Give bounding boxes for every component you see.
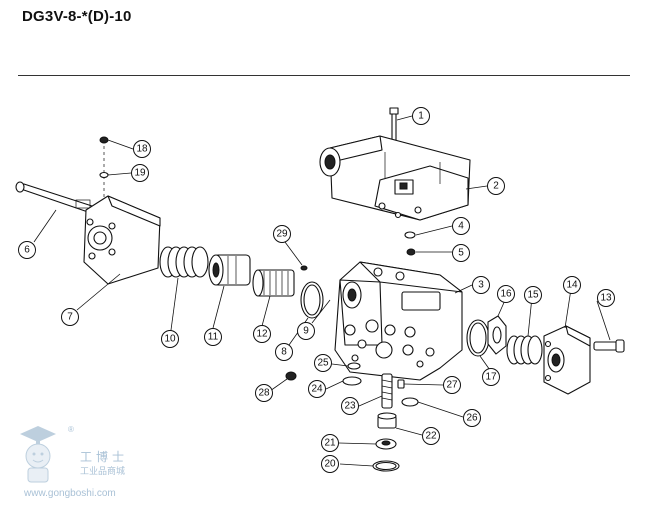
part-gasket-16	[487, 315, 507, 355]
part-end-cover-7	[83, 195, 161, 285]
part-seal-5	[406, 248, 416, 256]
part-piston-11	[208, 254, 251, 286]
part-seal-4	[404, 231, 416, 239]
part-plug-27	[397, 379, 405, 389]
svg-text:25: 25	[317, 358, 329, 369]
callout-8: 8	[275, 343, 293, 361]
part-seal-25	[347, 362, 361, 370]
part-pin-29	[300, 265, 308, 271]
callout-15: 15	[524, 286, 542, 304]
svg-text:11: 11	[208, 332, 219, 343]
part-spring-10	[159, 246, 209, 278]
callout-14: 14	[563, 276, 581, 294]
svg-text:14: 14	[566, 280, 578, 291]
part-seal-24	[342, 376, 362, 386]
callout-10: 10	[161, 330, 179, 348]
callout-11: 11	[204, 328, 222, 346]
part-plug-28	[285, 371, 297, 381]
svg-text:1: 1	[418, 111, 424, 122]
callout-19: 19	[131, 164, 149, 182]
svg-text:15: 15	[527, 290, 539, 301]
callout-22: 22	[422, 427, 440, 445]
svg-text:6: 6	[24, 245, 30, 256]
svg-text:24: 24	[311, 384, 323, 395]
callout-23: 23	[341, 397, 359, 415]
part-sleeve-12	[252, 269, 295, 297]
part-main-body	[334, 261, 463, 381]
svg-text:3: 3	[478, 280, 484, 291]
callout-20: 20	[321, 455, 339, 473]
callout-16: 16	[497, 285, 515, 303]
svg-text:26: 26	[466, 413, 478, 424]
callout-27: 27	[443, 376, 461, 394]
svg-text:10: 10	[164, 334, 176, 345]
svg-text:27: 27	[446, 380, 458, 391]
callout-29: 29	[273, 225, 291, 243]
part-cap-21	[375, 438, 397, 450]
svg-text:22: 22	[425, 431, 437, 442]
svg-text:17: 17	[485, 372, 497, 383]
registered-mark: ®	[68, 425, 74, 434]
callout-21: 21	[321, 434, 339, 452]
svg-text:29: 29	[276, 229, 288, 240]
callout-17: 17	[482, 368, 500, 386]
title-divider	[18, 75, 630, 76]
svg-text:19: 19	[134, 168, 146, 179]
part-spring-23	[381, 373, 393, 409]
callout-18: 18	[133, 140, 151, 158]
svg-text:20: 20	[324, 459, 336, 470]
svg-text:18: 18	[136, 144, 148, 155]
callout-5: 5	[452, 244, 470, 262]
svg-text:13: 13	[600, 293, 612, 304]
svg-text:4: 4	[458, 221, 464, 232]
watermark-subtitle: 工业品商城	[80, 467, 126, 477]
callout-24: 24	[308, 380, 326, 398]
part-o-ring-20	[372, 460, 400, 472]
callout-28: 28	[255, 384, 273, 402]
svg-text:2: 2	[493, 181, 499, 192]
callout-6: 6	[18, 241, 36, 259]
leader-lines	[33, 115, 611, 467]
callout-26: 26	[463, 409, 481, 427]
svg-text:23: 23	[344, 401, 356, 412]
svg-text:5: 5	[458, 248, 464, 259]
svg-text:16: 16	[500, 289, 512, 300]
callout-1: 1	[412, 107, 430, 125]
svg-text:7: 7	[67, 312, 73, 323]
callout-2: 2	[487, 177, 505, 195]
callout-3: 3	[472, 276, 490, 294]
part-end-cap-14	[543, 325, 591, 395]
part-screw-18	[99, 136, 109, 200]
callout-4: 4	[452, 217, 470, 235]
callout-9: 9	[297, 322, 315, 340]
page-title: DG3V-8-*(D)-10	[22, 8, 132, 25]
watermark-url: www.gongboshi.com	[24, 488, 116, 499]
svg-text:28: 28	[258, 388, 270, 399]
svg-text:12: 12	[256, 329, 268, 340]
part-seal-26	[401, 397, 419, 407]
part-o-ring-8	[300, 281, 324, 319]
part-pilot-valve	[319, 135, 471, 221]
watermark-name: 工博士	[80, 450, 129, 464]
callout-12: 12	[253, 325, 271, 343]
part-spring-15	[506, 335, 543, 365]
part-rod-6	[15, 181, 93, 213]
svg-text:21: 21	[324, 438, 336, 449]
callout-7: 7	[61, 308, 79, 326]
part-washer-19	[99, 171, 109, 179]
svg-text:9: 9	[303, 326, 309, 337]
svg-text:8: 8	[281, 347, 287, 358]
part-o-ring-17	[466, 319, 490, 357]
part-screw-13	[593, 339, 625, 353]
part-plug-22	[377, 412, 397, 429]
callout-13: 13	[597, 289, 615, 307]
callout-25: 25	[314, 354, 332, 372]
watermark-logo: ®	[20, 425, 74, 483]
